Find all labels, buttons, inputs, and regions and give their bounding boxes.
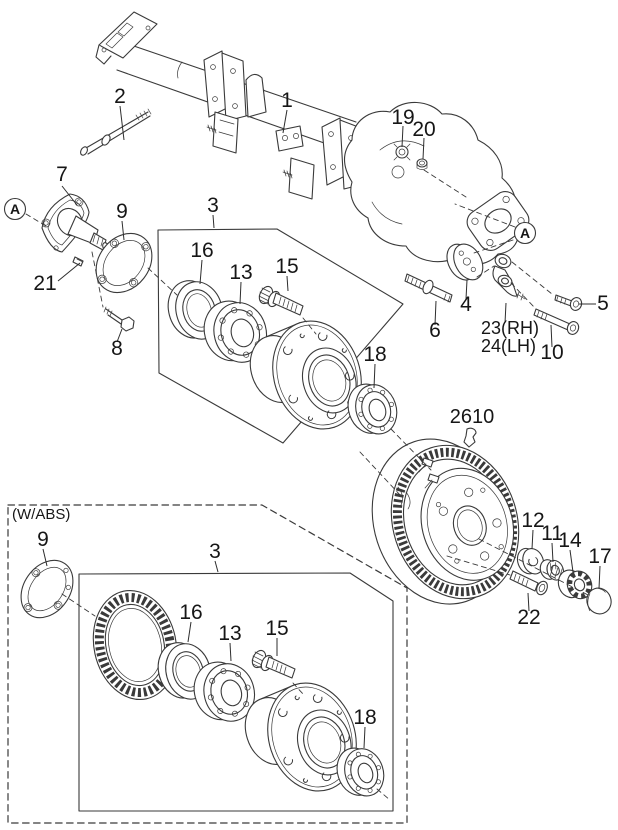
view-a-left-label[interactable]: A <box>10 201 20 217</box>
view-a-right[interactable]: A <box>513 221 537 245</box>
callout-20[interactable]: 20 <box>412 118 435 141</box>
differential-housing <box>343 101 530 265</box>
shock-bracket-rear <box>282 157 315 200</box>
callout-18-upper[interactable]: 18 <box>363 343 386 366</box>
callout-16-upper[interactable]: 16 <box>190 239 213 262</box>
outer-bearing-upper <box>347 383 398 435</box>
wabs-note: (W/ABS) <box>12 506 70 523</box>
axle-id-plate <box>275 125 304 152</box>
callout-3-upper[interactable]: 3 <box>207 194 219 217</box>
callout-21[interactable]: 21 <box>33 272 56 295</box>
nut-20 <box>416 158 428 170</box>
bolt-10 <box>533 308 580 335</box>
plate-4 <box>446 243 484 281</box>
callout-13-upper[interactable]: 13 <box>229 261 252 284</box>
callout-8[interactable]: 8 <box>111 337 123 360</box>
callout-9-lower[interactable]: 9 <box>37 528 49 551</box>
lock-cage-14 <box>557 569 593 600</box>
bolt-2 <box>80 108 152 156</box>
wheel-hub-upper <box>249 320 362 430</box>
callout-19[interactable]: 19 <box>391 106 414 129</box>
view-a-left-circle[interactable] <box>3 197 27 221</box>
assembly-dashed-lines <box>25 169 591 801</box>
outer-bearing-lower <box>336 747 385 797</box>
callout-13-lower[interactable]: 13 <box>218 622 241 645</box>
spring-bracket-front <box>203 50 267 122</box>
callout-3-lower[interactable]: 3 <box>209 540 221 563</box>
callout-14[interactable]: 14 <box>558 529 582 552</box>
callout-15-lower[interactable]: 15 <box>265 617 288 640</box>
callout-11[interactable]: 11 <box>541 522 563 545</box>
view-a-right-label[interactable]: A <box>520 225 530 241</box>
callout-4[interactable]: 4 <box>460 293 472 316</box>
callout-2[interactable]: 2 <box>114 85 126 108</box>
bolt-8 <box>103 306 135 332</box>
callout-17[interactable]: 17 <box>588 545 611 568</box>
shock-bracket-front <box>206 111 239 154</box>
rear-axle-housing <box>95 11 530 265</box>
grease-cap-17 <box>586 587 612 615</box>
callout-5[interactable]: 5 <box>597 292 609 315</box>
callout-labels: 2 1 19 20 7 9 3 16 13 15 21 8 18 4 6 23(… <box>12 85 612 729</box>
stud-22 <box>509 570 548 596</box>
callout-12[interactable]: 12 <box>521 509 544 532</box>
drum-ref-pointer <box>463 427 477 448</box>
inner-bearing-lower <box>193 661 256 722</box>
nut-19 <box>393 143 411 161</box>
spindle-mount-flange <box>466 191 530 251</box>
wheel-stud-upper <box>258 285 304 316</box>
spindle <box>41 193 110 253</box>
wabs-option-box <box>7 504 408 824</box>
washer-12 <box>516 547 545 575</box>
abs-tone-ring <box>92 589 178 701</box>
callout-10[interactable]: 10 <box>540 341 563 364</box>
gasket-lower <box>20 559 74 619</box>
shaft-6 <box>404 273 453 303</box>
callout-16-lower[interactable]: 16 <box>179 601 202 624</box>
view-a-left[interactable]: A <box>3 197 27 221</box>
link-bracket-23-24 <box>492 253 526 301</box>
callout-leader-lines <box>42 105 601 749</box>
brake-drum <box>371 438 520 605</box>
callout-6[interactable]: 6 <box>429 319 441 342</box>
view-a-right-circle[interactable] <box>513 221 537 245</box>
wheel-stud-lower <box>251 649 296 679</box>
gasket-upper <box>95 232 153 294</box>
callout-24[interactable]: 24(LH) <box>481 336 536 356</box>
spindle-nut-11 <box>539 559 565 581</box>
callout-22[interactable]: 22 <box>517 606 540 629</box>
hub-assembly-box-lower <box>78 572 394 812</box>
spindle-pin-21 <box>72 256 84 267</box>
bolt-5 <box>554 294 583 311</box>
ref-2610[interactable]: 2610 <box>450 406 495 428</box>
callout-18-lower[interactable]: 18 <box>353 706 376 729</box>
callout-9-upper[interactable]: 9 <box>116 200 128 223</box>
callout-7[interactable]: 7 <box>56 163 68 186</box>
inner-bearing-upper <box>203 300 268 363</box>
callout-15-upper[interactable]: 15 <box>275 255 298 278</box>
callout-1[interactable]: 1 <box>281 89 293 112</box>
callout-23[interactable]: 23(RH) <box>481 318 539 338</box>
